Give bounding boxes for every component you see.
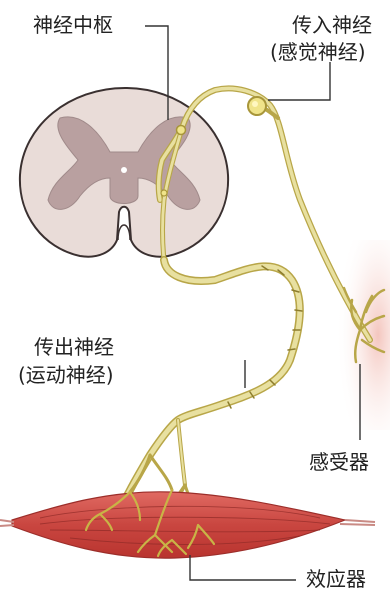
label-effector: 效应器 — [306, 567, 366, 589]
central-canal — [121, 167, 127, 173]
anterior-median-fissure — [118, 225, 130, 240]
interneuron-cell-body — [177, 126, 186, 135]
label-efferent-nerve: 传出神经 — [34, 335, 114, 359]
label-nerve-center: 神经中枢 — [33, 13, 113, 37]
label-afferent-nerve: 传入神经 — [292, 13, 372, 37]
leader-line-afferent — [268, 62, 330, 100]
label-efferent-nerve-alt: (运动神经) — [18, 363, 114, 387]
muscle-belly — [12, 492, 345, 558]
leader-line-effector — [190, 555, 296, 580]
spinal-cord-cross-section — [20, 88, 228, 257]
efferent-nerve-bundle — [115, 260, 300, 520]
label-afferent-nerve-alt: (感觉神经) — [270, 40, 366, 64]
label-receptor: 感受器 — [309, 450, 369, 474]
